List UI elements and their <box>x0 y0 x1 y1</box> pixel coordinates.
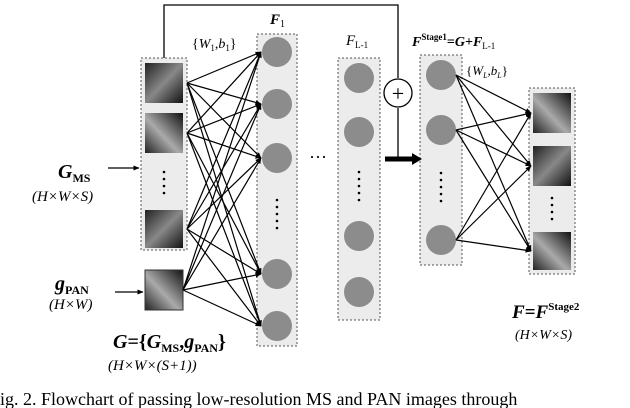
ms-image-1 <box>145 63 183 103</box>
w1-b1-label: {W1,b1} <box>192 37 237 53</box>
column-stage1 <box>419 54 463 266</box>
ms-vdots <box>162 170 166 195</box>
stage1-vdots <box>439 171 443 203</box>
out-image-1 <box>533 93 571 133</box>
f1-node <box>262 89 292 119</box>
plus-node: + <box>383 78 413 108</box>
connections-input-f1 <box>182 51 262 327</box>
f1-node <box>262 311 292 341</box>
f1-node <box>262 143 292 173</box>
fl1-node <box>344 117 374 147</box>
figure-caption: Fig. 2. Flowchart of passing low-resolut… <box>0 389 517 408</box>
middle-ellipsis: ··· <box>309 147 327 167</box>
ms-image-3 <box>145 210 183 248</box>
gms-dim-label: (H×W×S) <box>32 189 93 205</box>
out-vdots <box>550 196 554 221</box>
f1-node <box>262 259 292 289</box>
gpan-label: gPAN <box>54 273 89 297</box>
pan-image <box>144 269 184 311</box>
plus-symbol: + <box>392 81 404 106</box>
g-combined-label: G={GMS,gPAN} <box>113 331 226 355</box>
fl1-node <box>344 277 374 307</box>
stage1-node <box>426 225 456 255</box>
f1-label: F1 <box>269 12 285 30</box>
output-column <box>528 87 576 275</box>
fl1-node <box>344 63 374 93</box>
out-image-3 <box>533 232 571 270</box>
stage1-node <box>426 60 456 90</box>
input-ms-column <box>140 57 188 251</box>
stage1-merge-arrow <box>385 153 422 165</box>
gms-label: GMS <box>58 161 91 185</box>
column-f1 <box>256 33 298 347</box>
fl1-vdots <box>357 170 361 202</box>
stage1-label: FStage1=G+FL-1 <box>411 32 495 51</box>
f1-node <box>262 37 292 67</box>
ms-image-2 <box>145 113 183 153</box>
out-image-2 <box>533 146 571 186</box>
fl1-label: FL-1 <box>345 33 368 50</box>
gpan-dim-label: (H×W) <box>49 297 92 313</box>
skip-connection <box>163 4 399 158</box>
fl1-node <box>344 221 374 251</box>
stage1-node <box>426 115 456 145</box>
connections-stage1-output <box>455 74 532 253</box>
wl-bl-label: {WL,bL} <box>466 63 508 80</box>
output-dim-label: (H×W×S) <box>515 328 572 343</box>
column-fl1 <box>337 57 381 321</box>
g-combined-dim-label: (H×W×(S+1)) <box>108 358 197 374</box>
f1-vdots <box>275 198 279 230</box>
output-label: F=FStage2 <box>511 301 580 323</box>
